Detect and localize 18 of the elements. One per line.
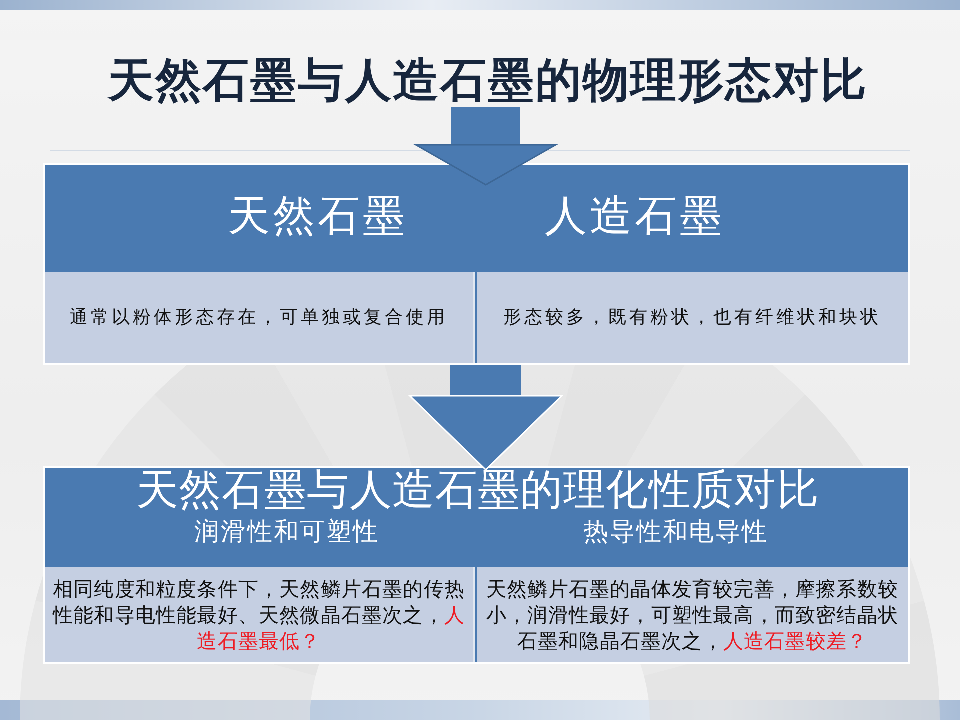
column-heading: 热导性和电导性: [584, 518, 768, 546]
table-cell: [45, 567, 475, 662]
column-heading: 人造石墨: [545, 193, 725, 240]
table-heading: 天然石墨与人造石墨的理化性质对比: [136, 467, 820, 514]
table-cell: [477, 272, 908, 363]
cell-text: 相同纯度和粒度条件下，天然鳞片石墨的传热性能和导电性能最好、天然微晶石墨次之，人造石墨最低？: [52, 576, 466, 654]
comparison-table: [43, 466, 910, 664]
column-heading: 天然石墨: [228, 193, 408, 240]
column-heading: 润滑性和可塑性: [194, 518, 380, 546]
table-cell: [477, 567, 908, 662]
table-cell: [45, 272, 475, 363]
slide-title: 天然石墨与人造石墨的物理形态对比: [108, 57, 868, 103]
block-arrow: [415, 107, 557, 186]
cell-text: 形态较多，既有粉状，也有纤维状和块状: [504, 306, 882, 330]
cell-text: 天然鳞片石墨的晶体发育较完善，摩擦系数较小，润滑性最好，可塑性最高，而致密结晶状石墨和隐晶石墨次之，人造石墨较差？: [486, 576, 900, 654]
block-arrow: [409, 365, 563, 471]
comparison-table: [43, 163, 910, 365]
cell-text: 通常以粉体形态存在，可单独或复合使用: [70, 306, 448, 330]
